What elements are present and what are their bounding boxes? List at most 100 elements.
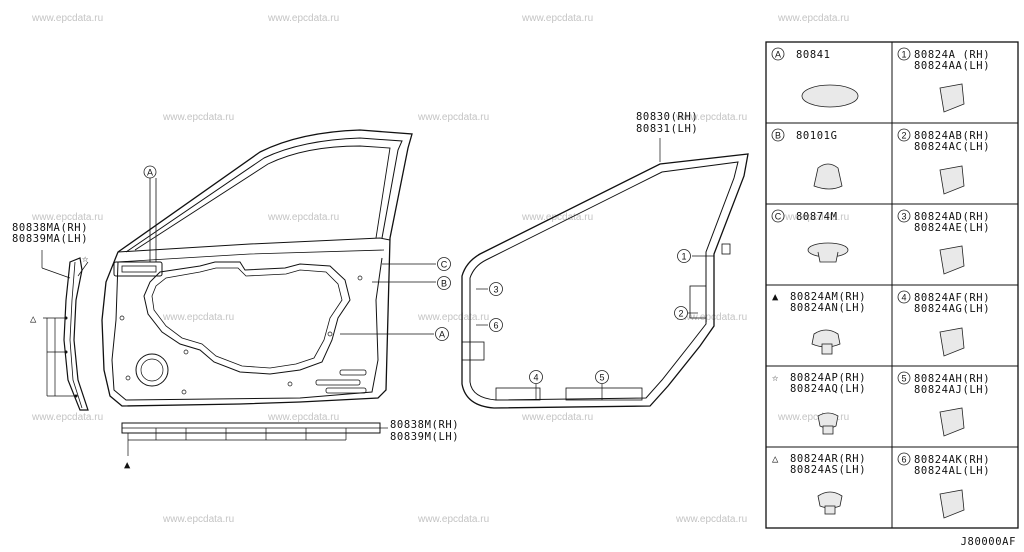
svg-text:B: B xyxy=(441,279,447,289)
callout-1-weatherstrip: 1 xyxy=(677,249,691,263)
legend-part-number: 80824AC(LH) xyxy=(914,141,990,153)
legend-part-number: 80824AD(RH) xyxy=(914,211,990,223)
legend-part-number: 80824AL(LH) xyxy=(914,465,990,477)
label-seal-bottom-lh: 80839M(LH) xyxy=(390,431,459,443)
legend-cell-2: 2 80824AB(RH) 80824AC(LH) xyxy=(897,128,990,195)
label-weatherstrip-lh: 80831(LH) xyxy=(636,123,698,135)
legend-cell-tri-open: △ 80824AR(RH) 80824AS(LH) xyxy=(772,453,866,515)
watermark: www.epcdata.ru xyxy=(521,412,593,423)
legend-cell-6: 6 80824AK(RH) 80824AL(LH) xyxy=(897,452,990,519)
watermark: www.epcdata.ru xyxy=(162,312,234,323)
svg-text:A: A xyxy=(147,168,153,178)
callout-5-weatherstrip: 5 xyxy=(595,370,609,384)
svg-text:4: 4 xyxy=(901,293,906,303)
watermark: www.epcdata.ru xyxy=(417,514,489,525)
svg-text:3: 3 xyxy=(901,212,906,222)
callout-c-door: C xyxy=(437,257,451,271)
legend-table: A 80841 B 80101G C 80874M ▲ 80824AM(RH) … xyxy=(765,41,1019,529)
legend-part-number: 80824AN(LH) xyxy=(790,302,866,314)
callout-6-weatherstrip: 6 xyxy=(489,318,503,332)
weatherstrip xyxy=(461,138,749,409)
watermark: www.epcdata.ru xyxy=(162,514,234,525)
svg-text:5: 5 xyxy=(599,373,604,383)
label-seal-front-rh: 80838MA(RH) xyxy=(12,222,88,234)
plug-icon xyxy=(801,84,859,108)
watermark: www.epcdata.ru xyxy=(521,13,593,24)
legend-part-number: 80824AB(RH) xyxy=(914,130,990,142)
legend-part-number: 80874M xyxy=(796,211,838,223)
watermark: www.epcdata.ru xyxy=(162,112,234,123)
front-seal-strip xyxy=(41,250,89,411)
watermark: www.epcdata.ru xyxy=(777,412,849,423)
legend-cell-4: 4 80824AF(RH) 80824AG(LH) xyxy=(897,290,990,357)
legend-part-number: 80824AS(LH) xyxy=(790,464,866,476)
svg-text:A: A xyxy=(775,50,781,60)
callout-a-top: A xyxy=(143,165,157,179)
clip-icon xyxy=(939,489,965,519)
legend-part-number: 80824AF(RH) xyxy=(914,292,990,304)
watermark: www.epcdata.ru xyxy=(777,212,849,223)
svg-text:☆: ☆ xyxy=(772,372,779,384)
svg-text:B: B xyxy=(775,131,781,141)
legend-part-number: 80824AM(RH) xyxy=(790,291,866,303)
legend-part-number: 80824AR(RH) xyxy=(790,453,866,465)
clip-icon xyxy=(939,245,965,275)
triangle-filled-callout: ▲ xyxy=(124,459,131,471)
legend-cell-b: B 80101G xyxy=(771,128,843,190)
bottom-seal-strip xyxy=(121,422,388,456)
watermark: www.epcdata.ru xyxy=(521,212,593,223)
svg-text:2: 2 xyxy=(901,131,906,141)
svg-text:4: 4 xyxy=(533,373,538,383)
watermark: www.epcdata.ru xyxy=(31,212,103,223)
svg-text:2: 2 xyxy=(678,309,683,319)
label-weatherstrip-rh: 80830(RH) xyxy=(636,111,698,123)
triangle-open-callout: △ xyxy=(30,313,37,325)
watermark: www.epcdata.ru xyxy=(31,13,103,24)
watermark: www.epcdata.ru xyxy=(675,514,747,525)
svg-text:C: C xyxy=(441,260,448,270)
watermark: www.epcdata.ru xyxy=(267,412,339,423)
grommet-icon xyxy=(813,163,843,190)
watermark: www.epcdata.ru xyxy=(675,112,747,123)
clip-icon xyxy=(817,491,843,509)
legend-part-number: 80824AE(LH) xyxy=(914,222,990,234)
watermark: www.epcdata.ru xyxy=(417,312,489,323)
legend-cell-3: 3 80824AD(RH) 80824AE(LH) xyxy=(897,209,990,275)
svg-text:▲: ▲ xyxy=(772,291,779,303)
clip-icon xyxy=(811,329,841,348)
svg-text:1: 1 xyxy=(681,252,686,262)
legend-part-number: 80824AP(RH) xyxy=(790,372,866,384)
watermark-layer: www.epcdata.ru www.epcdata.ru www.epcdat… xyxy=(31,13,849,525)
watermark: www.epcdata.ru xyxy=(777,13,849,24)
svg-text:C: C xyxy=(775,212,782,222)
label-seal-front-lh: 80839MA(LH) xyxy=(12,233,88,245)
watermark: www.epcdata.ru xyxy=(267,212,339,223)
watermark: www.epcdata.ru xyxy=(675,312,747,323)
legend-cell-tri-filled: ▲ 80824AM(RH) 80824AN(LH) xyxy=(772,291,866,355)
legend-part-number: 80824AA(LH) xyxy=(914,60,990,72)
legend-part-number: 80824AK(RH) xyxy=(914,454,990,466)
svg-text:6: 6 xyxy=(901,455,906,465)
star-callout: ☆ xyxy=(82,253,89,265)
svg-text:1: 1 xyxy=(901,50,906,60)
callout-a-door: A xyxy=(435,327,449,341)
svg-text:6: 6 xyxy=(493,321,498,331)
clip-icon xyxy=(939,407,965,437)
label-seal-bottom-rh: 80838M(RH) xyxy=(390,419,459,431)
watermark: www.epcdata.ru xyxy=(417,112,489,123)
callout-2-weatherstrip: 2 xyxy=(674,306,688,320)
clip-icon xyxy=(939,327,965,357)
legend-cell-1: 1 80824A (RH) 80824AA(LH) xyxy=(897,47,990,113)
watermark: www.epcdata.ru xyxy=(267,13,339,24)
svg-text:5: 5 xyxy=(901,374,906,384)
callout-4-weatherstrip: 4 xyxy=(529,370,543,384)
legend-cell-star: ☆ 80824AP(RH) 80824AQ(LH) xyxy=(772,372,866,435)
watermark: www.epcdata.ru xyxy=(31,412,103,423)
legend-part-number: 80824AG(LH) xyxy=(914,303,990,315)
legend-part-number: 80101G xyxy=(796,130,838,142)
legend-cell-5: 5 80824AH(RH) 80824AJ(LH) xyxy=(897,371,990,437)
legend-part-number: 80841 xyxy=(796,49,831,61)
diagram-code: J80000AF xyxy=(961,536,1016,548)
legend-part-number: 80824AH(RH) xyxy=(914,373,990,385)
